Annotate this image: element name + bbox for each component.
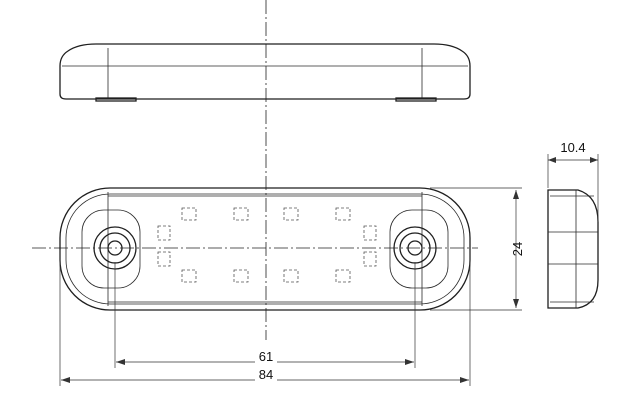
- led-array: [157, 207, 377, 283]
- inner-outline: [65, 193, 465, 305]
- led: [363, 251, 377, 267]
- outer-outline: [59, 187, 471, 311]
- led: [335, 269, 351, 283]
- side-view: [547, 189, 599, 309]
- dimension-height: 24: [430, 187, 525, 311]
- dimension-thickness: 10.4: [547, 140, 599, 222]
- top-view: [59, 43, 471, 102]
- led: [283, 207, 299, 221]
- dimension-overall-length-label: 84: [259, 367, 273, 382]
- led: [233, 207, 249, 221]
- dimension-hole-spacing-label: 61: [259, 349, 273, 364]
- dimension-overall-length: 84: [59, 250, 471, 386]
- left-boss: [81, 209, 141, 289]
- front-view: [32, 187, 478, 311]
- led: [181, 269, 197, 283]
- right-boss: [389, 209, 449, 289]
- top-view-left-foot: [95, 97, 137, 102]
- led: [283, 269, 299, 283]
- led: [363, 225, 377, 241]
- dimension-height-label: 24: [510, 242, 525, 256]
- led: [157, 225, 171, 241]
- dimension-thickness-label: 10.4: [560, 140, 585, 155]
- led: [181, 207, 197, 221]
- top-view-right-foot: [395, 97, 437, 102]
- led: [335, 207, 351, 221]
- lens-frame: [107, 192, 423, 306]
- top-view-outline: [59, 43, 471, 100]
- dimension-hole-spacing: 61: [114, 262, 416, 368]
- led: [233, 269, 249, 283]
- side-view-outline: [547, 189, 599, 309]
- led: [157, 251, 171, 267]
